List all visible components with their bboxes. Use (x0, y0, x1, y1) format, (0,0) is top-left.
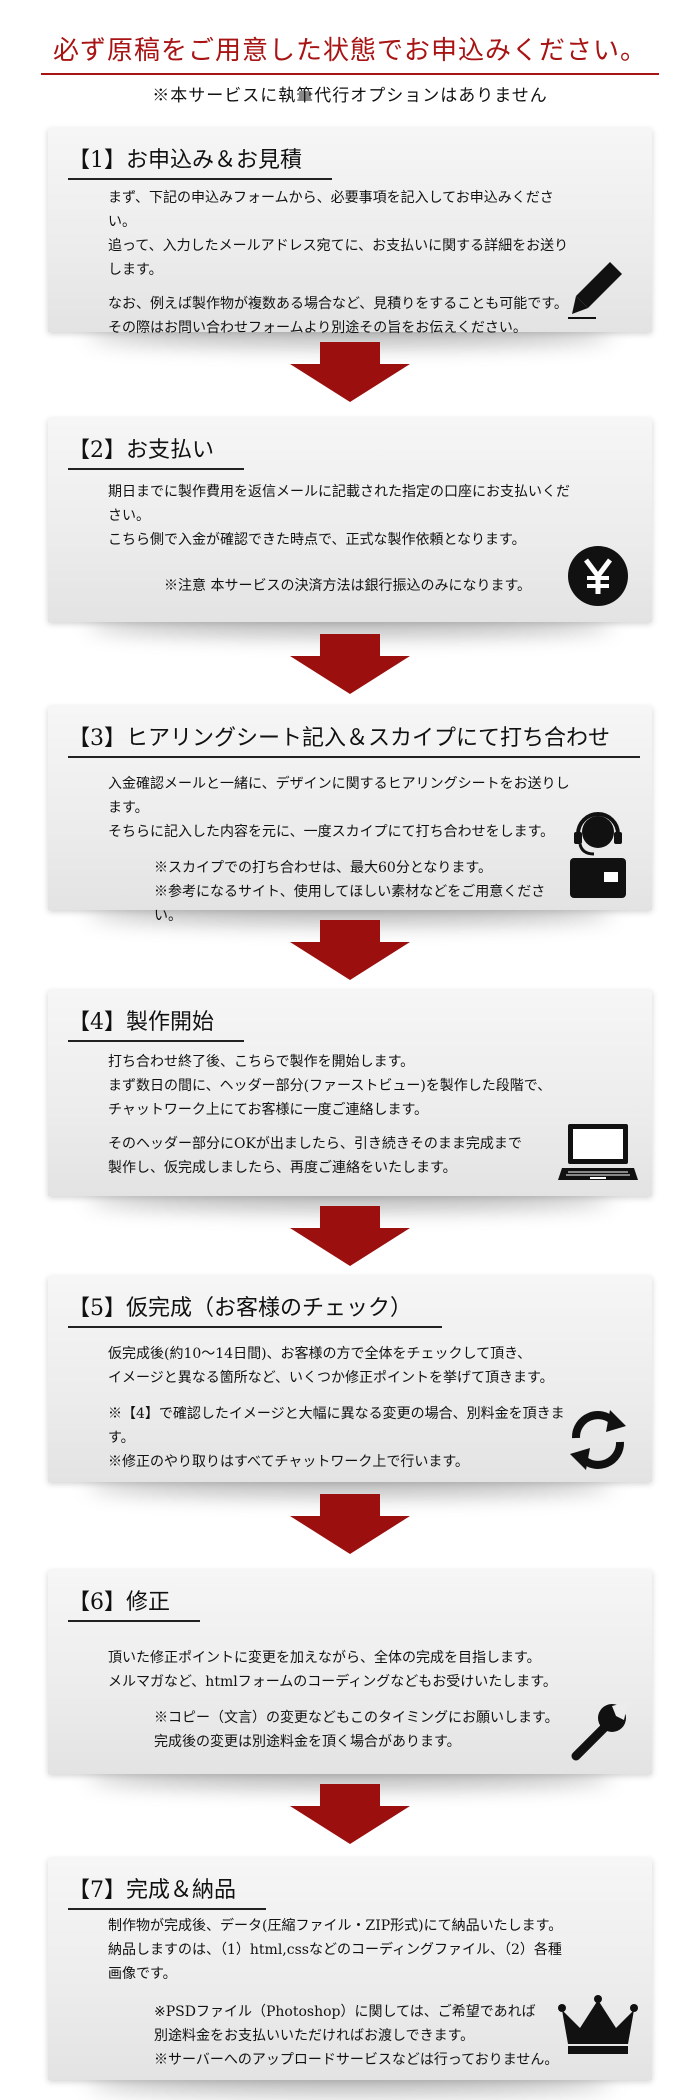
step-card-1: 【1】お申込み＆お見積 まず、下記の申込みフォームから、必要事項を記入してお申込… (48, 128, 652, 336)
laptop-icon (558, 1124, 638, 1180)
step-note: ※注意 本サービスの決済方法は銀行振込のみになります。 (164, 578, 532, 594)
step-body: まず、下記の申込みフォームから、必要事項を記入してお申込みください。 追って、入… (108, 186, 572, 340)
refresh-icon (570, 1410, 626, 1470)
step-text: なお、例えば製作物が複数ある場合など、見積りをすることも可能です。 (108, 296, 568, 312)
step-text: 制作物が完成後、データ(圧縮ファイル・ZIP形式)にて納品いたします。 (108, 1918, 563, 1934)
down-arrow-icon (290, 342, 410, 402)
step-text: まず数日の間に、ヘッダー部分(ファーストビュー)を製作した段階で、 (108, 1078, 552, 1094)
step-text: メルマガなど、htmlフォームのコーディングなどもお受けいたします。 (108, 1674, 557, 1690)
headline-title: 必ず原稿をご用意した状態でお申込みください。 (40, 30, 659, 75)
step-note: ※コピー（文言）の変更などもこのタイミングにお願いします。 (154, 1710, 559, 1726)
step-text: 頂いた修正ポイントに変更を加えながら、全体の完成を目指します。 (108, 1650, 541, 1666)
step-note: ※スカイプでの打ち合わせは、最大60分となります。 (154, 860, 492, 876)
yen-icon (568, 546, 628, 606)
step-card-4: 【4】製作開始 打ち合わせ終了後、こちらで製作を開始します。 まず数日の間に、ヘ… (48, 990, 652, 1196)
wrench-icon (571, 1702, 628, 1761)
crown-icon (558, 1995, 638, 2054)
step-title: 【6】修正 (68, 1584, 200, 1622)
step-body: 入金確認メールと一緒に、デザインに関するヒアリングシートをお送りします。 そちら… (108, 772, 572, 928)
down-arrow-icon (290, 920, 410, 980)
step-note: ※参考になるサイト、使用してほしい素材などをご用意ください。 (154, 884, 546, 924)
step-text: こちら側で入金が確認できた時点で、正式な製作依頼となります。 (108, 532, 526, 548)
step-title: 【5】仮完成（お客様のチェック） (68, 1290, 442, 1328)
step-body: 仮完成後(約10～14日間)、お客様の方で全体をチェックして頂き、 イメージと異… (108, 1342, 572, 1474)
step-card-3: 【3】ヒアリングシート記入＆スカイプにて打ち合わせ 入金確認メールと一緒に、デザ… (48, 706, 652, 924)
step-note: 別途料金をお支払いいただければお渡しできます。 (154, 2028, 475, 2044)
step-text: 打ち合わせ終了後、こちらで製作を開始します。 (108, 1054, 415, 1070)
step-text: 仮完成後(約10～14日間)、お客様の方で全体をチェックして頂き、 (108, 1346, 532, 1362)
step-note: ※サーバーへのアップロードサービスなどは行っておりません。 (154, 2052, 559, 2068)
step-body: 打ち合わせ終了後、こちらで製作を開始します。 まず数日の間に、ヘッダー部分(ファ… (108, 1050, 572, 1180)
pen-icon (568, 262, 622, 319)
step-title: 【4】製作開始 (68, 1004, 244, 1042)
step-text: 納品しますのは、（1）html,cssなどのコーディングファイル、（2）各種画像… (108, 1942, 562, 1982)
step-title: 【1】お申込み＆お見積 (68, 142, 332, 180)
step-text: その際はお問い合わせフォームより別途その旨をお伝えください。 (108, 320, 527, 336)
step-text: チャットワーク上にてお客様に一度ご連絡します。 (108, 1102, 429, 1118)
headline-subtitle: ※本サービスに執筆代行オプションはありません (152, 86, 548, 106)
step-title: 【3】ヒアリングシート記入＆スカイプにて打ち合わせ (68, 720, 640, 758)
page-headline: 必ず原稿をご用意した状態でお申込みください。 ※本サービスに執筆代行オプションは… (0, 30, 700, 106)
step-body: 制作物が完成後、データ(圧縮ファイル・ZIP形式)にて納品いたします。 納品しま… (108, 1914, 572, 2072)
step-body: 頂いた修正ポイントに変更を加えながら、全体の完成を目指します。 メルマガなど、h… (108, 1646, 572, 1754)
step-text: まず、下記の申込みフォームから、必要事項を記入してお申込みください。 (108, 190, 554, 230)
step-text: 期日までに製作費用を返信メールに記載された指定の口座にお支払いください。 (108, 484, 570, 524)
step-card-6: 【6】修正 頂いた修正ポイントに変更を加えながら、全体の完成を目指します。 メル… (48, 1570, 652, 1774)
step-text: 入金確認メールと一緒に、デザインに関するヒアリングシートをお送りします。 (108, 776, 570, 816)
down-arrow-icon (290, 1206, 410, 1266)
step-title: 【2】お支払い (68, 432, 244, 470)
step-text: ※修正のやり取りはすべてチャットワーク上で行います。 (108, 1454, 469, 1470)
step-card-5: 【5】仮完成（お客様のチェック） 仮完成後(約10～14日間)、お客様の方で全体… (48, 1276, 652, 1482)
step-note: ※PSDファイル（Photoshop）に関しては、ご希望であれば (154, 2004, 536, 2020)
step-text: イメージと異なる箇所など、いくつか修正ポイントを挙げて頂きます。 (108, 1370, 554, 1386)
down-arrow-icon (290, 1494, 410, 1554)
step-body: 期日までに製作費用を返信メールに記載された指定の口座にお支払いください。 こちら… (108, 480, 572, 598)
step-text: 製作し、仮完成しましたら、再度ご連絡をいたします。 (108, 1160, 457, 1176)
step-text: ※【4】で確認したイメージと大幅に異なる変更の場合、別料金を頂きます。 (108, 1406, 565, 1446)
step-text: そのヘッダー部分にOKが出ましたら、引き続きそのまま完成まで (108, 1136, 522, 1152)
step-card-2: 【2】お支払い 期日までに製作費用を返信メールに記載された指定の口座にお支払いく… (48, 418, 652, 622)
step-text: 追って、入力したメールアドレス宛てに、お支払いに関する詳細をお送りします。 (108, 238, 569, 278)
step-title: 【7】完成＆納品 (68, 1872, 266, 1910)
step-text: そちらに記入した内容を元に、一度スカイプにて打ち合わせをします。 (108, 824, 555, 840)
down-arrow-icon (290, 634, 410, 694)
down-arrow-icon (290, 1784, 410, 1844)
step-card-7: 【7】完成＆納品 制作物が完成後、データ(圧縮ファイル・ZIP形式)にて納品いた… (48, 1858, 652, 2080)
headset-operator-icon (570, 812, 626, 898)
step-note: 完成後の変更は別途料金を頂く場合があります。 (154, 1734, 461, 1750)
